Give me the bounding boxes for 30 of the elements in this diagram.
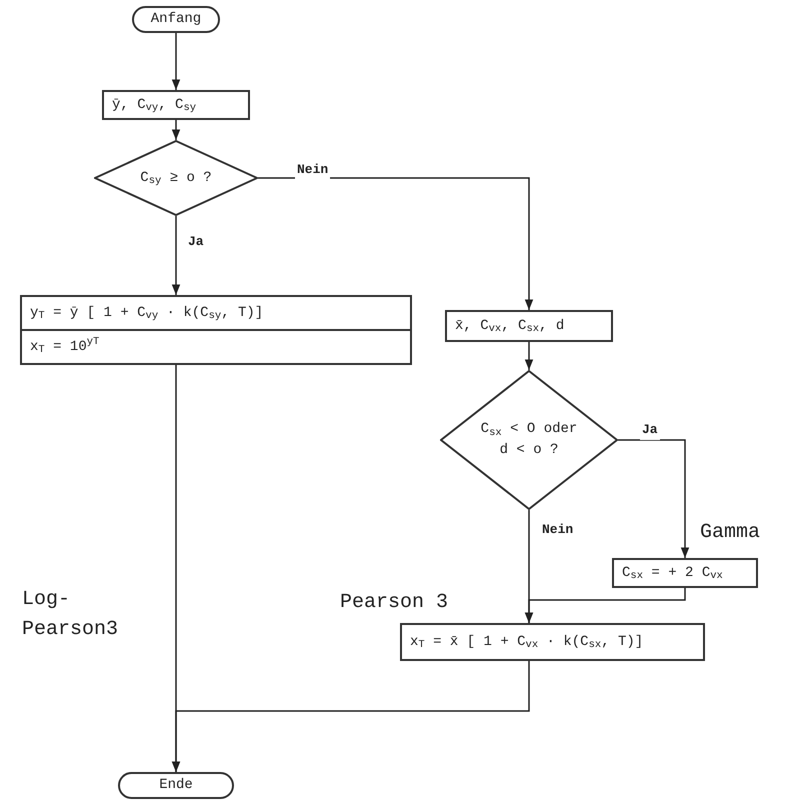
arrow [172, 661, 530, 772]
formula-text: x$_{T}$ = x̄ [ 1 + C$_{vx}$ · k(C$_{sx}$, T)] [410, 632, 644, 652]
end-terminal [118, 772, 234, 799]
branch-label: Pearson 3 [340, 590, 448, 616]
process-box [612, 558, 758, 588]
decision-diamond [94, 140, 258, 216]
process-box [20, 295, 412, 365]
arrow [618, 439, 690, 558]
start-terminal [132, 6, 220, 33]
decision-diamond [440, 370, 618, 510]
formula-text: ȳ, C$_{vy}$, C$_{sy}$ [112, 96, 196, 116]
input-box [445, 310, 613, 342]
formula-text: x$_{T}$ = 10$^{yT}$ [30, 336, 100, 358]
formula-text: C$_{sx}$ < O oder d < o ? [480, 420, 578, 460]
arrow [258, 177, 534, 310]
arrow [172, 216, 180, 295]
formula-text: C$_{sx}$ = + 2 C$_{vx}$ [622, 564, 723, 584]
formula-text: C$_{sy}$ ≥ o ? [140, 168, 212, 188]
formula-text: x̄, C$_{vx}$, C$_{sx}$, d [455, 316, 564, 336]
formula-text: Ende [159, 776, 193, 795]
formula-text: y$_{T}$ = ȳ [ 1 + C$_{vy}$ · k(C$_{sy}$, T)] [30, 304, 264, 324]
formula-text: Anfang [150, 10, 202, 29]
arrow [524, 588, 686, 623]
arrow [172, 120, 180, 140]
input-box [102, 90, 250, 120]
arrow [524, 342, 534, 370]
process-box [400, 623, 705, 661]
branch-label: Gamma [700, 520, 760, 546]
arrow [172, 33, 180, 90]
branch-label: Log- Pearson3 [22, 587, 120, 643]
